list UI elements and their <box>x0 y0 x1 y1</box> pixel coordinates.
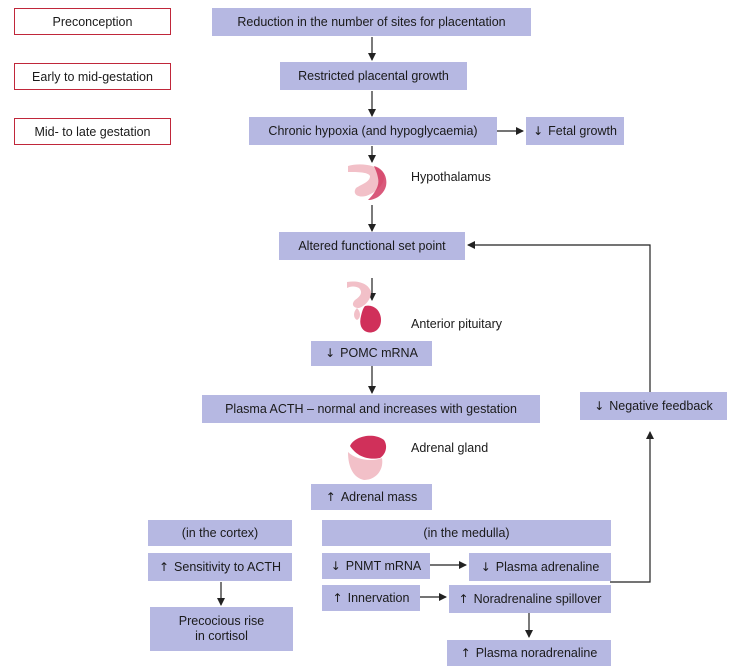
box-noradrenaline-spillover: ↑Noradrenaline spillover <box>449 585 611 613</box>
box-plasma-adrenaline: ↓Plasma adrenaline <box>469 553 611 581</box>
label-anterior-pituitary: Anterior pituitary <box>411 317 503 331</box>
box-in-the-medulla: (in the medulla) <box>322 520 611 546</box>
box-plasma-noradrenaline: ↑Plasma noradrenaline <box>447 640 611 666</box>
stage-mid-late-gestation: Mid- to late gestation <box>14 118 171 145</box>
down-arrow-icon: ↓ <box>533 123 544 138</box>
down-arrow-icon: ↓ <box>325 346 336 360</box>
label-hypothalamus: Hypothalamus <box>411 170 491 184</box>
box-fetal-growth: ↓Fetal growth <box>526 117 624 145</box>
pituitary-icon <box>347 281 381 333</box>
box-reduction-placentation-sites: Reduction in the number of sites for pla… <box>212 8 531 36</box>
box-plasma-acth: Plasma ACTH – normal and increases with … <box>202 395 540 423</box>
up-arrow-icon: ↑ <box>332 590 343 605</box>
stage-preconception: Preconception <box>14 8 171 35</box>
adrenal-gland-icon <box>348 435 387 480</box>
up-arrow-icon: ↑ <box>458 591 469 606</box>
box-adrenal-mass: ↑Adrenal mass <box>311 484 432 510</box>
box-pomc-mrna: ↓POMC mRNA <box>311 341 432 366</box>
box-sensitivity-to-acth: ↑Sensitivity to ACTH <box>148 553 292 581</box>
box-chronic-hypoxia: Chronic hypoxia (and hypoglycaemia) <box>249 117 497 145</box>
box-innervation: ↑Innervation <box>322 585 420 611</box>
up-arrow-icon: ↑ <box>460 645 471 660</box>
down-arrow-icon: ↓ <box>330 558 341 573</box>
box-precocious-rise-cortisol: Precocious rise in cortisol <box>150 607 293 651</box>
down-arrow-icon: ↓ <box>480 559 491 574</box>
box-restricted-placental-growth: Restricted placental growth <box>280 62 467 90</box>
label-adrenal-gland: Adrenal gland <box>411 441 489 455</box>
stage-early-mid-gestation: Early to mid-gestation <box>14 63 171 90</box>
down-arrow-icon: ↓ <box>594 398 605 413</box>
box-pnmt-mrna: ↓PNMT mRNA <box>322 553 430 579</box>
hypothalamus-icon <box>348 164 387 200</box>
up-arrow-icon: ↑ <box>158 559 170 574</box>
box-altered-set-point: Altered functional set point <box>279 232 465 260</box>
up-arrow-icon: ↑ <box>325 489 336 504</box>
box-negative-feedback: ↓Negative feedback <box>580 392 727 420</box>
box-in-the-cortex: (in the cortex) <box>148 520 292 546</box>
